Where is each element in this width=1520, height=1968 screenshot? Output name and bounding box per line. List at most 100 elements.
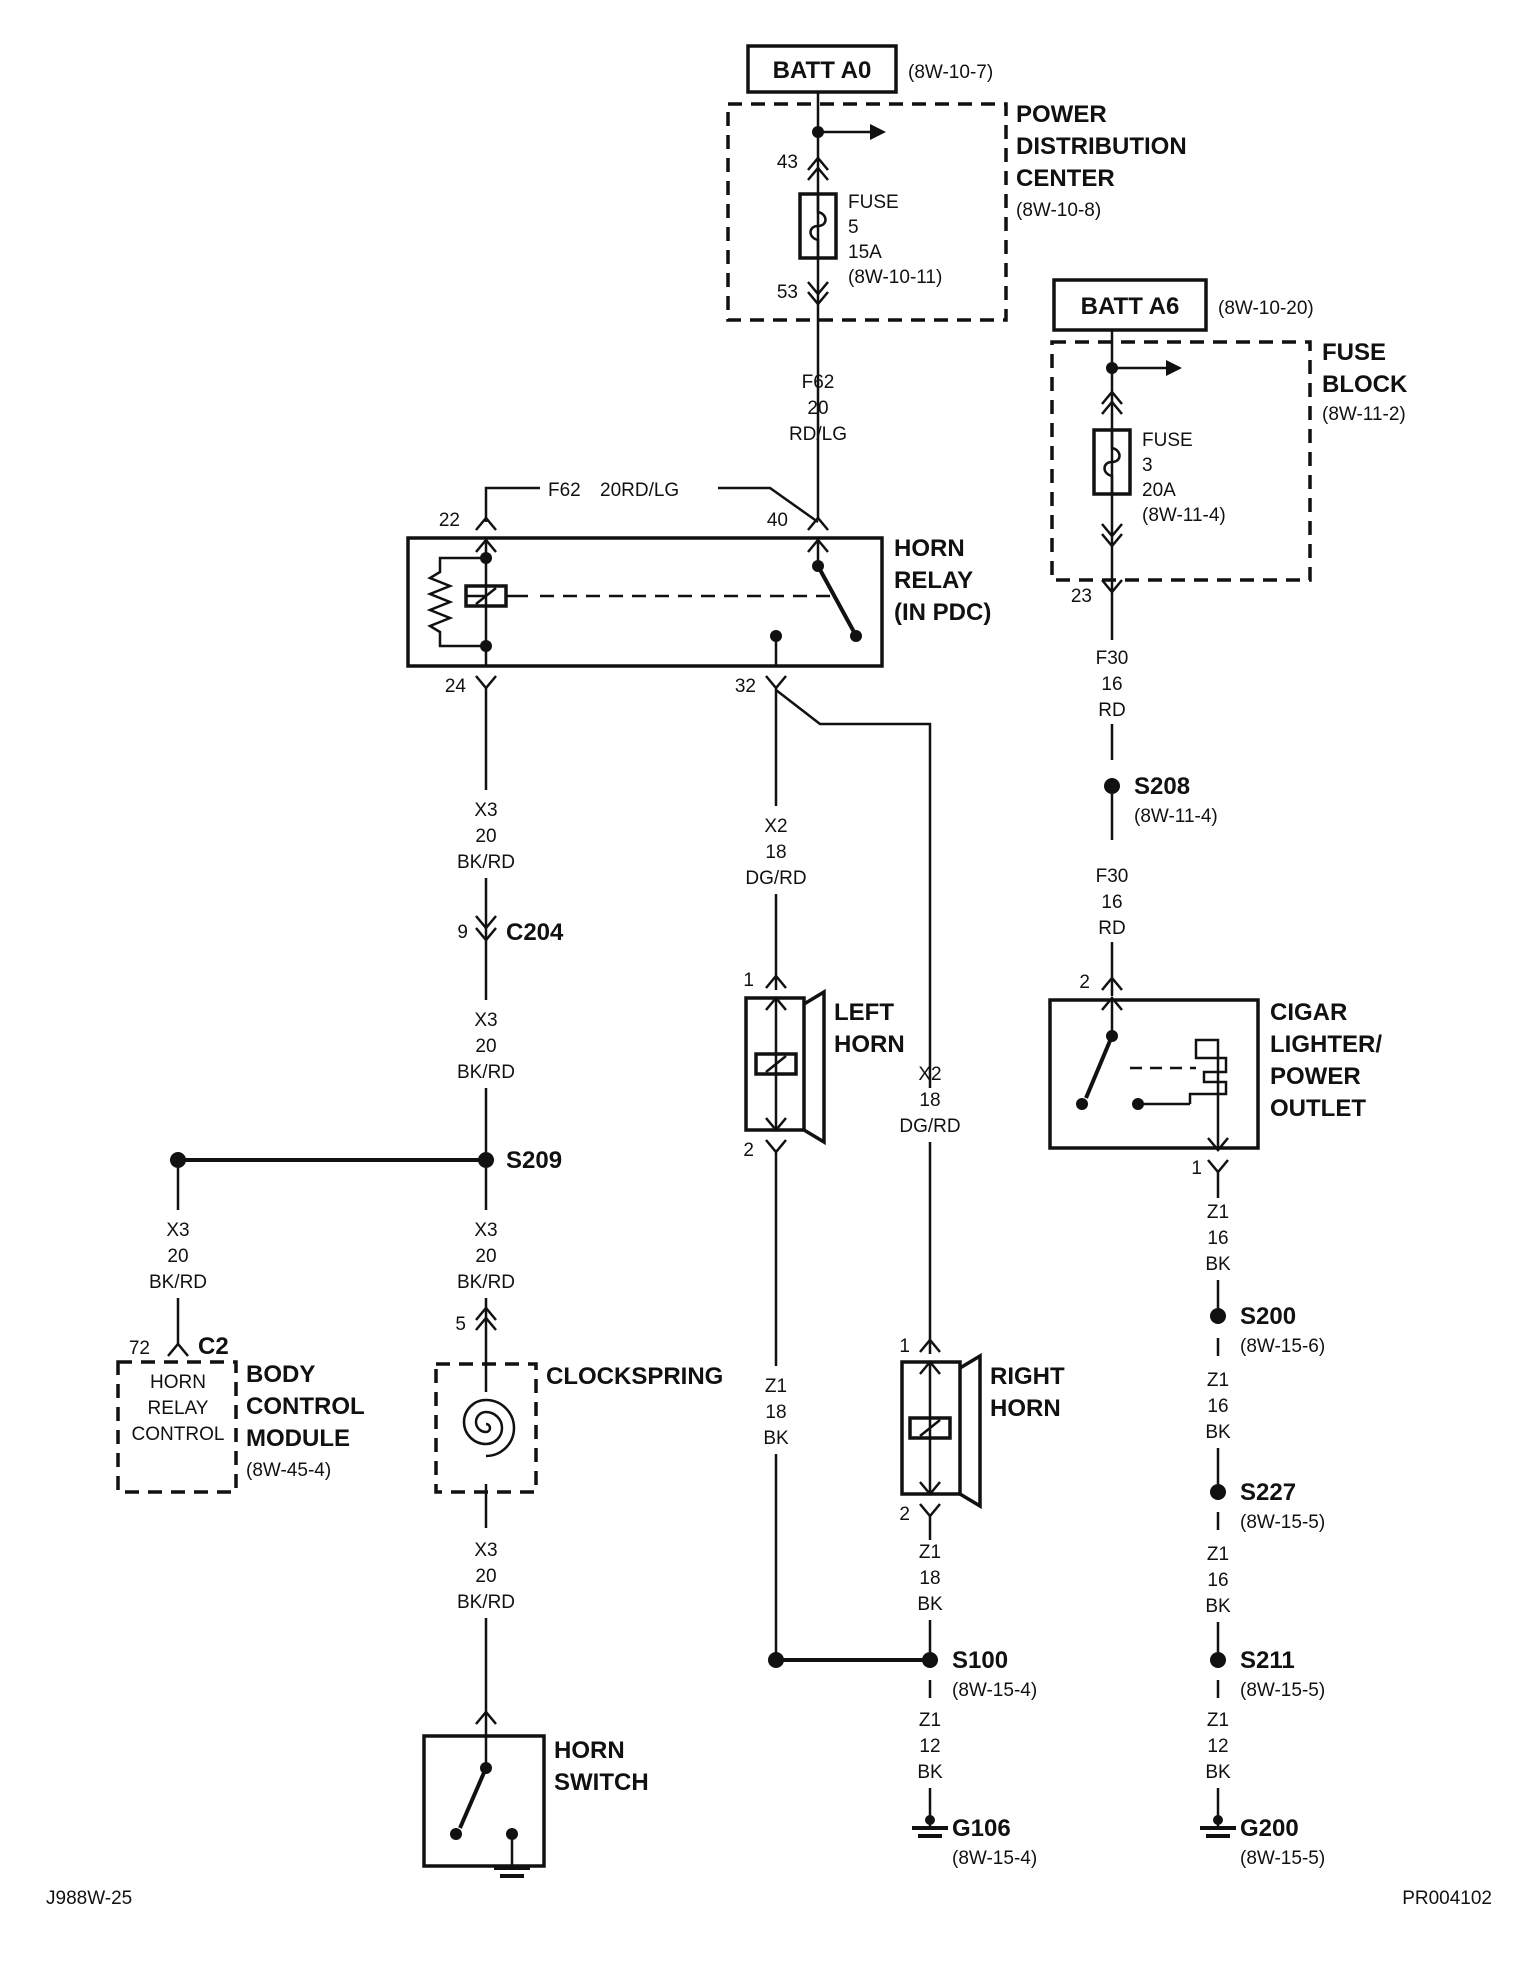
right-horn: 1 2 RIGHT HORN Z1 18 BK	[899, 1336, 1065, 1652]
cigar-pin-in: 2	[1079, 972, 1090, 993]
bcm-inner-2: RELAY	[148, 1398, 209, 1419]
bcm-title-3: MODULE	[246, 1425, 350, 1452]
bcm-inner-1: HORN	[150, 1372, 206, 1393]
wire-x3-clock-circuit: X3	[474, 1220, 497, 1241]
body-control-module: 72 C2 HORN RELAY CONTROL BODY CONTROL MO…	[116, 1333, 365, 1494]
pdc-ref: (8W-10-8)	[1016, 200, 1101, 221]
wire-z1-right-gauge: 18	[919, 1568, 940, 1589]
wire-z1-s200-color: BK	[1205, 1422, 1231, 1443]
wire-z1-s227-circuit: Z1	[1207, 1544, 1229, 1565]
jumper-spec: 20RD/LG	[600, 480, 679, 501]
left-horn-title-1: LEFT	[834, 999, 894, 1026]
right-horn-pin-2: 2	[899, 1504, 910, 1525]
wire-z1-s227-color: BK	[1205, 1596, 1231, 1617]
wire-x3-relay-gauge: 20	[475, 826, 496, 847]
fb-fuse-1: FUSE	[1142, 430, 1193, 451]
pdc-title-3: CENTER	[1016, 165, 1115, 192]
wire-f62: F62 20 RD/LG	[789, 372, 847, 445]
fuse-block-pin-out: 23	[1071, 586, 1092, 607]
cigar-title-4: OUTLET	[1270, 1095, 1366, 1122]
wire-z1-left-circuit: Z1	[765, 1376, 787, 1397]
relay-title-2: RELAY	[894, 567, 973, 594]
wire-x2-right-gauge: 18	[919, 1090, 940, 1111]
ground-chain-right: Z1 16 BK S200 (8W-15-6) Z1 16 BK S227 (8…	[1200, 1202, 1325, 1869]
wire-x3-bcm-gauge: 20	[167, 1246, 188, 1267]
wire-f30-b-color: RD	[1098, 918, 1125, 939]
wire-x3-bcm-color: BK/RD	[149, 1272, 207, 1293]
cigar-lighter-power-outlet: 2 1 CIGAR LIGHTER/ POWER OUTLET	[1048, 972, 1382, 1198]
wire-x3-switch-circuit: X3	[474, 1540, 497, 1561]
wire-f62-color: RD/LG	[789, 424, 847, 445]
wire-x3-c204-circuit: X3	[474, 1010, 497, 1031]
s200-ref: (8W-15-6)	[1240, 1336, 1325, 1357]
ground-chain-middle: S100 (8W-15-4) Z1 12 BK G106 (8W-15-4)	[768, 1647, 1037, 1869]
s100-ref: (8W-15-4)	[952, 1680, 1037, 1701]
bcm-title-1: BODY	[246, 1361, 315, 1388]
wire-f30-a: F30 16 RD	[1090, 640, 1134, 724]
cigar-pin-out: 1	[1191, 1158, 1202, 1179]
clockspring-title: CLOCKSPRING	[546, 1363, 723, 1390]
wire-z1-left-color: BK	[763, 1428, 789, 1449]
wire-z1-s200-circuit: Z1	[1207, 1370, 1229, 1391]
x2-circuits: X2 18 DG/RD X2 18 DG/RD	[745, 688, 961, 1354]
wire-z1-s200-gauge: 16	[1207, 1396, 1228, 1417]
wire-z1-s211-gauge: 12	[1207, 1736, 1228, 1757]
power-distribution-center: 43 53 FUSE 5 15A (8W-10-11) POWER DISTRI…	[726, 92, 1187, 520]
s200-label: S200	[1240, 1303, 1296, 1330]
bcm-pin: 72	[129, 1338, 150, 1359]
wire-f30-b-gauge: 16	[1101, 892, 1122, 913]
relay-pin-32: 32	[735, 676, 756, 697]
cigar-title-2: LIGHTER/	[1270, 1031, 1382, 1058]
wire-z1-right-circuit: Z1	[919, 1542, 941, 1563]
batt-a0-ref: (8W-10-7)	[908, 62, 993, 83]
wire-f30-a-circuit: F30	[1096, 648, 1129, 669]
fb-fuse-3: 20A	[1142, 480, 1176, 501]
bcm-ref: (8W-45-4)	[246, 1460, 331, 1481]
wire-z1-cig-gauge: 16	[1207, 1228, 1228, 1249]
wire-z1-s211-circuit: Z1	[1207, 1710, 1229, 1731]
g200-ref: (8W-15-5)	[1240, 1848, 1325, 1869]
wire-x2-right-color: DG/RD	[899, 1116, 960, 1137]
s208-ref: (8W-11-4)	[1134, 806, 1218, 827]
s227-label: S227	[1240, 1479, 1296, 1506]
horn-switch-title-1: HORN	[554, 1737, 625, 1764]
batt-a6-ref: (8W-10-20)	[1218, 298, 1314, 319]
pdc-pin-out: 53	[777, 282, 798, 303]
wire-x3-switch-color: BK/RD	[457, 1592, 515, 1613]
wire-f62-circuit: F62	[802, 372, 835, 393]
wire-z1-cig-color: BK	[1205, 1254, 1231, 1275]
wire-x3-clock-gauge: 20	[475, 1246, 496, 1267]
splice-s208: S208 (8W-11-4)	[1104, 773, 1218, 840]
pdc-fuse-2: 5	[848, 217, 859, 238]
wire-z1-s100-color: BK	[917, 1762, 943, 1783]
relay-pin-22: 22	[439, 510, 460, 531]
bcm-connector: C2	[198, 1333, 229, 1360]
wire-x3-switch-gauge: 20	[475, 1566, 496, 1587]
wire-x3-c204-gauge: 20	[475, 1036, 496, 1057]
wire-z1-s100-gauge: 12	[919, 1736, 940, 1757]
batt-a0-label: BATT A0	[773, 57, 872, 84]
batt-a0-box: BATT A0 (8W-10-7)	[746, 44, 993, 94]
wire-x3-bcm-circuit: X3	[166, 1220, 189, 1241]
pdc-title-2: DISTRIBUTION	[1016, 133, 1187, 160]
wire-x2-left-gauge: 18	[765, 842, 786, 863]
wire-f30-b-circuit: F30	[1096, 866, 1129, 887]
fb-fuse-4: (8W-11-4)	[1142, 505, 1226, 526]
g106-label: G106	[952, 1815, 1011, 1842]
bcm-title-2: CONTROL	[246, 1393, 365, 1420]
right-horn-pin-1: 1	[899, 1336, 910, 1357]
batt-a6-box: BATT A6 (8W-10-20)	[1052, 278, 1314, 332]
horn-switch-title-2: SWITCH	[554, 1769, 649, 1796]
horn-relay: F62 20RD/LG 22 40 24 32 HORN RELAY (IN P…	[406, 480, 991, 697]
wire-f30-a-color: RD	[1098, 700, 1125, 721]
wire-z1-right-color: BK	[917, 1594, 943, 1615]
jumper-circuit: F62	[548, 480, 581, 501]
s100-label: S100	[952, 1647, 1008, 1674]
wire-z1-s100-circuit: Z1	[919, 1710, 941, 1731]
g106-ref: (8W-15-4)	[952, 1848, 1037, 1869]
batt-a6-label: BATT A6	[1081, 293, 1180, 320]
fuse-block-title-2: BLOCK	[1322, 371, 1408, 398]
c204-label: C204	[506, 919, 564, 946]
right-horn-title-1: RIGHT	[990, 1363, 1065, 1390]
